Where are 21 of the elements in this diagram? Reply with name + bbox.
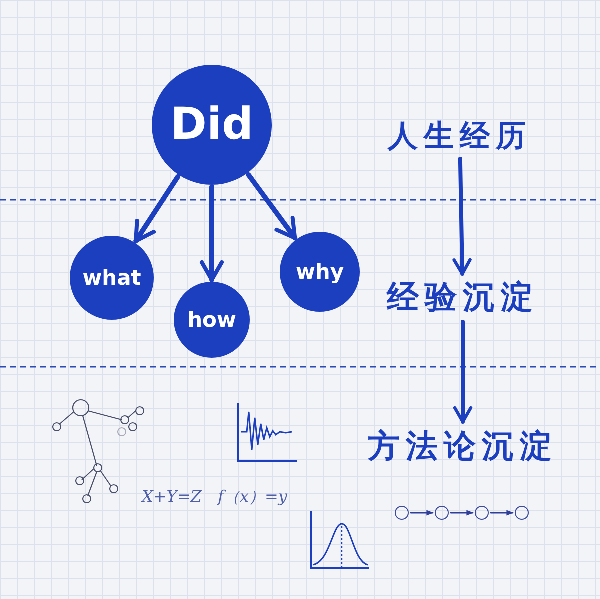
small-circle bbox=[515, 506, 529, 520]
arrow bbox=[410, 510, 434, 516]
arrow bbox=[246, 172, 298, 241]
small-circle bbox=[395, 506, 409, 520]
small-circle bbox=[475, 506, 489, 520]
step-heading: 人生经历 bbox=[388, 120, 532, 152]
step-heading: 方法论沉淀 bbox=[368, 429, 558, 465]
small-circle bbox=[435, 506, 449, 520]
step-heading: 经验沉淀 bbox=[387, 280, 539, 316]
circle-node: what bbox=[70, 236, 154, 320]
arrow bbox=[450, 510, 474, 516]
circle-node: how bbox=[174, 282, 250, 358]
arrow bbox=[452, 157, 472, 276]
arrow bbox=[453, 320, 473, 424]
circle-node: why bbox=[280, 232, 360, 312]
formula-text: f（x）=y bbox=[218, 487, 288, 508]
arrow bbox=[200, 184, 224, 282]
arrow bbox=[134, 174, 181, 244]
arrow bbox=[490, 510, 514, 516]
circle-node: Did bbox=[152, 65, 272, 185]
formula-text: X+Y=Z bbox=[142, 487, 202, 506]
